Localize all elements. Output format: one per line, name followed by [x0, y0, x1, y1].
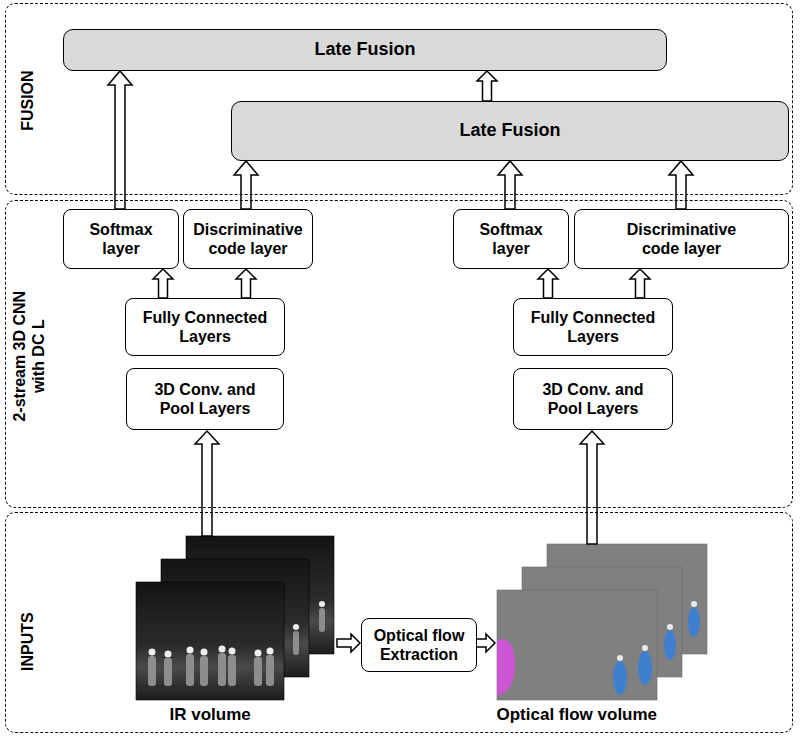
code-layer-box: Discriminative code layer: [183, 209, 313, 269]
box-label: Discriminative code layer: [617, 220, 747, 258]
box-label: Fully Connected Layers: [519, 308, 667, 346]
ir-person: [254, 657, 262, 686]
block-arrow: [477, 71, 497, 101]
flow-blob: [613, 661, 627, 695]
input-arrow: [337, 634, 360, 652]
box-label: 3D Conv. and Pool Layers: [145, 380, 265, 418]
ir-person: [186, 654, 194, 686]
flow-frame: [497, 590, 657, 700]
block-arrow: [234, 161, 258, 209]
region-label: 2-stream 3D CNN with DC L: [10, 286, 48, 426]
ir-person: [255, 650, 262, 657]
ir-person: [293, 624, 299, 630]
box-label: Fully Connected Layers: [131, 308, 279, 346]
region-label: INPUTS: [18, 581, 37, 701]
code-layer-box: Discriminative code layer: [574, 209, 789, 269]
box-label: 3D Conv. and Pool Layers: [533, 380, 653, 418]
input-arrow: [580, 431, 604, 544]
block-arrow: [669, 161, 693, 209]
input-arrow: [476, 634, 495, 652]
conv-layers-box: 3D Conv. and Pool Layers: [513, 368, 673, 430]
box-label: Late Fusion: [314, 39, 415, 61]
flow-blob: [642, 645, 648, 651]
block-arrow: [236, 269, 256, 298]
region-label: FUSION: [18, 40, 37, 160]
late-fusion-box: Late Fusion: [231, 101, 789, 161]
ir-person: [266, 655, 274, 686]
ir-frame: [136, 582, 284, 700]
ir-person: [219, 646, 226, 653]
block-arrow: [538, 269, 558, 298]
ir-person: [148, 656, 156, 686]
late-fusion-box: Late Fusion: [63, 29, 667, 71]
softmax-layer-box: Softmax layer: [453, 209, 569, 269]
block-arrow: [153, 269, 173, 298]
volume-caption: IR volume: [170, 705, 251, 725]
softmax-layer-box: Softmax layer: [63, 209, 179, 269]
flow-blob: [691, 601, 697, 607]
block-arrow: [108, 71, 132, 209]
flow-blob: [497, 639, 515, 696]
ir-person: [267, 648, 274, 655]
ir-person: [201, 649, 208, 656]
fusion-region: FUSIONLate FusionLate Fusion: [5, 3, 793, 195]
volume-caption: Optical flow volume: [497, 705, 658, 725]
ir-person: [165, 651, 172, 658]
box-label: Discriminative code layer: [189, 220, 307, 258]
ir-person: [200, 656, 208, 686]
inputs-region: INPUTS Optical flow Extraction: [5, 512, 793, 733]
ir-person: [149, 649, 156, 656]
cnn-region: 2-stream 3D CNN with DC L Softmax layer Di…: [5, 200, 793, 508]
input-arrow: [195, 431, 219, 536]
ir-person: [319, 608, 325, 632]
ir-person: [293, 631, 299, 655]
box-label: Softmax layer: [469, 220, 553, 258]
ir-person: [229, 648, 236, 655]
flow-blob: [617, 655, 623, 661]
fc-layers-box: Fully Connected Layers: [513, 298, 673, 356]
block-arrow: [630, 269, 650, 298]
ir-frame: [136, 536, 334, 700]
ir-person: [228, 655, 236, 686]
box-label: Optical flow Extraction: [367, 626, 471, 664]
flow-blob: [497, 601, 700, 696]
ir-person: [164, 658, 172, 686]
extraction-box: Optical flow Extraction: [361, 618, 477, 672]
flow-blob: [664, 630, 676, 660]
ir-person: [218, 653, 226, 686]
flow-frame: [497, 544, 707, 700]
flow-blob: [667, 624, 673, 630]
box-label: Late Fusion: [459, 120, 560, 142]
box-label: Softmax layer: [79, 220, 163, 258]
fc-layers-box: Fully Connected Layers: [125, 298, 285, 356]
flow-blob: [638, 651, 652, 685]
ir-person: [187, 647, 194, 654]
conv-layers-box: 3D Conv. and Pool Layers: [126, 368, 284, 430]
block-arrow: [498, 161, 522, 209]
ir-person: [148, 601, 325, 686]
ir-person: [319, 601, 325, 607]
flow-blob: [688, 607, 700, 637]
